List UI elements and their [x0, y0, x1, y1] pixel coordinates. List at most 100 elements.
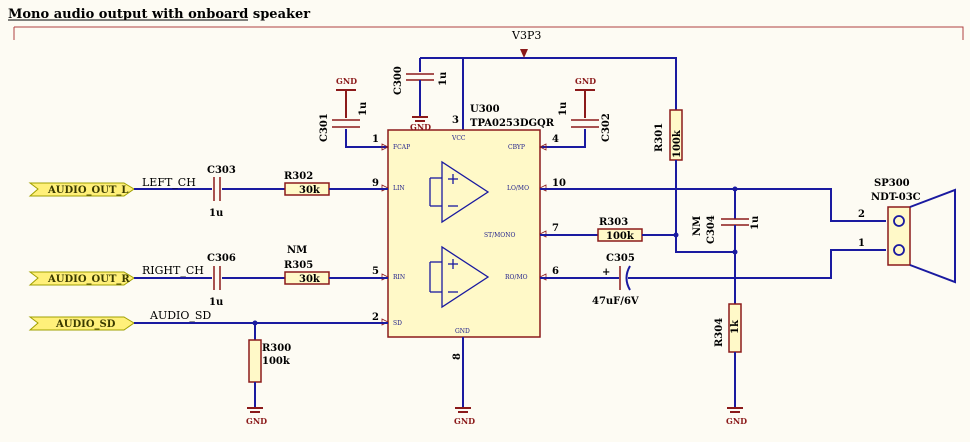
lo-mo-wire	[540, 188, 886, 222]
opamp-left	[429, 160, 490, 224]
ic-ref: U300	[470, 104, 500, 115]
r302-ref: R302	[284, 171, 313, 182]
c306-value: 1u	[209, 297, 223, 308]
pin-name-sd: SD	[393, 320, 402, 327]
r305-ref: R305	[284, 260, 313, 271]
pin-num-rin: 5	[372, 266, 379, 277]
ic-gnd-symbol	[455, 407, 471, 413]
port-audio-out-l[interactable]	[28, 182, 135, 197]
c305-polarity: +	[602, 267, 610, 278]
c300-value: 1u	[438, 72, 449, 86]
ic-gnd-label: GND	[454, 416, 475, 426]
r304-gnd-symbol	[727, 407, 743, 413]
speaker-ref: SP300	[874, 178, 910, 189]
r301-ref: R301	[654, 123, 665, 152]
r305-note: NM	[287, 245, 307, 256]
sheet-title: Mono audio output with onboard speaker	[8, 7, 310, 22]
c306-capacitor	[213, 266, 221, 290]
net-audio-sd: AUDIO_SD	[149, 309, 211, 322]
r302-value: 30k	[299, 185, 321, 196]
c302-value: 1u	[558, 102, 569, 116]
speaker-symbol	[887, 188, 956, 284]
c301-capacitor	[332, 119, 360, 128]
pin-name-rin: RIN	[393, 274, 405, 281]
pin-name-lo-mo: LO/MO	[507, 185, 529, 192]
r301-to-st-mono-wire	[675, 160, 735, 253]
port-audio-out-r[interactable]	[28, 271, 135, 286]
r300-gnd-label: GND	[246, 416, 267, 426]
fcap-wire	[345, 129, 388, 148]
c305-plate-minus	[625, 265, 631, 291]
r304-gnd-label: GND	[726, 416, 747, 426]
c301-ref: C301	[319, 113, 330, 142]
ic-u300-body	[387, 129, 541, 338]
c301-gnd-label: GND	[336, 76, 357, 86]
c302-ref: C302	[601, 113, 612, 142]
pin-num-lo-mo: 10	[552, 178, 566, 189]
pin-name-vcc: VCC	[451, 135, 466, 142]
r300-gnd-symbol	[247, 407, 263, 413]
opamp-right	[429, 245, 490, 309]
pin-num-gnd: 8	[452, 353, 463, 360]
r304-value: 1k	[730, 319, 741, 334]
v3p3-label: V3P3	[511, 29, 541, 42]
c305-value: 47uF/6V	[592, 296, 639, 307]
port-audio-sd[interactable]	[28, 316, 135, 331]
r305-value: 30k	[299, 274, 321, 285]
ro-mo-wire-2	[628, 249, 886, 279]
v3p3-port-symbol	[520, 49, 528, 58]
r301-value: 100k	[672, 129, 683, 158]
c303-capacitor	[213, 177, 221, 201]
pin-name-cbyp: CBYP	[508, 144, 525, 151]
c300-gnd-label: GND	[410, 122, 431, 132]
pin-name-lin: LIN	[393, 185, 405, 192]
c304-value: 1u	[750, 216, 761, 230]
c302-gnd-symbol	[575, 89, 595, 118]
c300-ref: C300	[393, 66, 404, 95]
r300-ref: R300	[262, 343, 291, 354]
r300-value: 100k	[262, 356, 291, 367]
pin-name-st-mono: ST/MONO	[484, 232, 515, 239]
c303-value: 1u	[209, 208, 223, 219]
c302-capacitor	[571, 119, 599, 128]
c305-ref: C305	[606, 253, 635, 264]
port-audio-out-r-label: AUDIO_OUT_R	[47, 274, 130, 285]
cbyp-wire	[540, 129, 586, 148]
pin-name-gnd: GND	[455, 328, 470, 335]
c300-gnd-symbol	[412, 116, 428, 122]
pin-name-fcap: FCAP	[393, 144, 410, 151]
r300-resistor	[248, 339, 262, 383]
ic-part: TPA0253DGQR	[470, 118, 555, 129]
pin-num-lin: 9	[372, 178, 379, 189]
c301-value: 1u	[358, 102, 369, 116]
c304-note: NM	[692, 216, 703, 236]
c306-ref: C306	[207, 253, 236, 264]
r303-ref: R303	[599, 217, 628, 228]
speaker-pin2-number: 2	[858, 209, 865, 220]
c302-gnd-label: GND	[575, 76, 596, 86]
st-mono-junction	[673, 232, 679, 238]
speaker-part: NDT-03C	[871, 192, 921, 203]
c304-ref: C304	[706, 215, 717, 244]
port-audio-out-l-label: AUDIO_OUT_L	[47, 185, 128, 196]
pin-num-vcc: 3	[452, 115, 459, 126]
r303-value: 100k	[606, 231, 635, 242]
sheet-border	[13, 26, 964, 40]
v3p3-rail	[420, 57, 677, 110]
pin-name-ro-mo: RO/MO	[505, 274, 528, 281]
speaker-pin1-number: 1	[858, 238, 865, 249]
r304-ref: R304	[714, 318, 725, 347]
pin-num-ro-mo: 6	[552, 266, 559, 277]
c304-st-junction	[732, 249, 738, 255]
port-audio-sd-label: AUDIO_SD	[55, 319, 116, 330]
net-left-ch: LEFT_CH	[142, 176, 196, 189]
c301-gnd-symbol	[336, 89, 356, 118]
pin-num-sd: 2	[372, 312, 379, 323]
pin-num-cbyp: 4	[552, 134, 559, 145]
net-right-ch: RIGHT_CH	[142, 264, 204, 277]
c303-ref: C303	[207, 165, 236, 176]
pin-num-st-mono: 7	[552, 223, 559, 234]
c300-capacitor	[406, 73, 434, 117]
